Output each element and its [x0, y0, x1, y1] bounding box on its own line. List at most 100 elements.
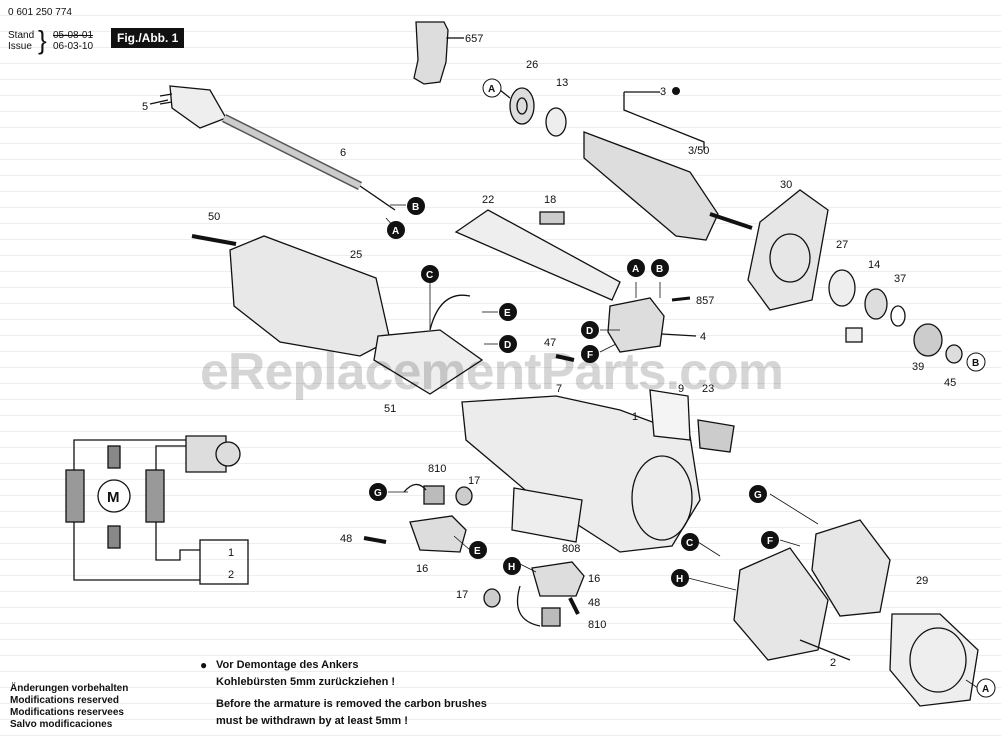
- part-label-3: 3: [660, 86, 666, 98]
- part-label-48-lower: 48: [588, 597, 600, 609]
- stand-label: Stand: [8, 30, 35, 41]
- plate-9-shape: [649, 389, 691, 441]
- carbon-brush-810-shape: [423, 485, 445, 505]
- callout-g-coil: G: [754, 490, 762, 501]
- bearing-26-shape: [509, 87, 535, 125]
- field-coil-b-shape: [811, 519, 891, 617]
- field-coil-left-icon: [65, 469, 85, 523]
- part-label-51: 51: [384, 403, 396, 415]
- screw-50-shape: [191, 234, 237, 246]
- note-bullet-icon: [672, 87, 680, 95]
- callout-h-brush: H: [508, 562, 515, 573]
- ring-27-shape: [828, 269, 856, 307]
- motor-label: M: [107, 489, 120, 506]
- flange-30-shape: [747, 189, 829, 311]
- plug-shape: [169, 85, 227, 129]
- nut-45-shape: [945, 344, 963, 364]
- callout-c-suppressor: C: [426, 270, 433, 281]
- note-en-line-1: Before the armature is removed the carbo…: [216, 698, 487, 710]
- switch-terminal-1: 1: [228, 547, 234, 559]
- part-label-27: 27: [836, 239, 848, 251]
- part-label-6: 6: [340, 147, 346, 159]
- callout-a-guard: A: [982, 684, 989, 695]
- callout-e-brush: E: [474, 546, 481, 557]
- part-label-810-lower: 810: [588, 619, 606, 631]
- spring-18-shape: [539, 211, 565, 225]
- callout-e-suppressor: E: [504, 308, 511, 319]
- armature-shape: [583, 131, 719, 241]
- part-label-16-lower: 16: [588, 573, 600, 585]
- brush-holder-16b-shape: [531, 561, 585, 597]
- note-bullet: ●: [200, 658, 208, 672]
- part-label-18: 18: [544, 194, 556, 206]
- callout-d-switch: D: [586, 326, 593, 337]
- note-de-line-1: Vor Demontage des Ankers: [216, 659, 359, 671]
- carbon-brush-810b-shape: [541, 607, 561, 627]
- part-label-1: 1: [632, 411, 638, 423]
- part-label-23: 23: [702, 383, 714, 395]
- housing-25-shape: [229, 235, 391, 357]
- modifications-es: Salvo modificaciones: [10, 719, 113, 730]
- part-label-47: 47: [544, 337, 556, 349]
- figure-label: Fig./Abb. 1: [111, 28, 185, 48]
- callout-b-switch: B: [656, 264, 663, 275]
- callout-a-switch: A: [632, 264, 639, 275]
- part-label-17-lower: 17: [456, 589, 468, 601]
- field-coil-a-shape: [733, 547, 829, 661]
- issue-date: 06-03-10: [53, 41, 94, 52]
- bearing-14-shape: [864, 288, 888, 320]
- field-coil-right-icon: [145, 469, 165, 523]
- motor-symbol-icon: [97, 479, 131, 513]
- part-label-29: 29: [916, 575, 928, 587]
- key-shape: [845, 327, 863, 343]
- bracket-657-shape: [413, 21, 449, 85]
- part-label-9: 9: [678, 383, 684, 395]
- part-label-37: 37: [894, 273, 906, 285]
- switch-4-shape: [607, 297, 665, 353]
- part-label-17-upper: 17: [468, 475, 480, 487]
- switch-schematic-icon: [199, 539, 249, 585]
- part-label-13: 13: [556, 77, 568, 89]
- modifications-fr: Modifications reservees: [10, 707, 124, 718]
- callout-c-coil: C: [686, 538, 693, 549]
- callout-a-bearing: A: [488, 84, 495, 95]
- button-23-shape: [697, 419, 735, 453]
- part-label-50: 50: [208, 211, 220, 223]
- brace-icon: }: [38, 25, 47, 55]
- part-number: 0 601 250 774: [8, 7, 72, 18]
- suppressor-51-shape: [373, 329, 484, 395]
- part-label-14: 14: [868, 259, 880, 271]
- part-label-5: 5: [142, 101, 148, 113]
- guard-29-shape: [889, 613, 979, 707]
- part-label-30: 30: [780, 179, 792, 191]
- part-label-48-upper: 48: [340, 533, 352, 545]
- part-label-810-upper: 810: [428, 463, 446, 475]
- label-808-shape: [511, 487, 583, 543]
- modifications-en: Modifications reserved: [10, 695, 119, 706]
- spring-17-shape: [455, 486, 473, 506]
- stand-date: 05-08-01: [53, 30, 94, 41]
- lever-22-shape: [454, 209, 621, 301]
- part-label-657: 657: [465, 33, 483, 45]
- part-label-26: 26: [526, 59, 538, 71]
- part-label-45: 45: [944, 377, 956, 389]
- part-label-22: 22: [482, 194, 494, 206]
- washer-37-shape: [890, 305, 906, 327]
- pinion-39-shape: [913, 323, 943, 357]
- spring-17b-shape: [483, 588, 501, 608]
- callout-f-coil: F: [767, 536, 773, 547]
- part-label-4: 4: [700, 331, 706, 343]
- part-label-7: 7: [556, 383, 562, 395]
- part-label-808: 808: [562, 543, 580, 555]
- bearing-13-shape: [545, 107, 567, 137]
- issue-label: Issue: [8, 41, 32, 52]
- part-label-25: 25: [350, 249, 362, 261]
- note-en-line-2: must be withdrawn by at least 5mm !: [216, 715, 408, 727]
- part-label-2: 2: [830, 657, 836, 669]
- callout-h-coil: H: [676, 574, 683, 585]
- brush-holder-16-shape: [409, 515, 467, 553]
- part-label-857: 857: [696, 295, 714, 307]
- modifications-notice: Änderungen vorbehalten Modifications res…: [10, 683, 128, 731]
